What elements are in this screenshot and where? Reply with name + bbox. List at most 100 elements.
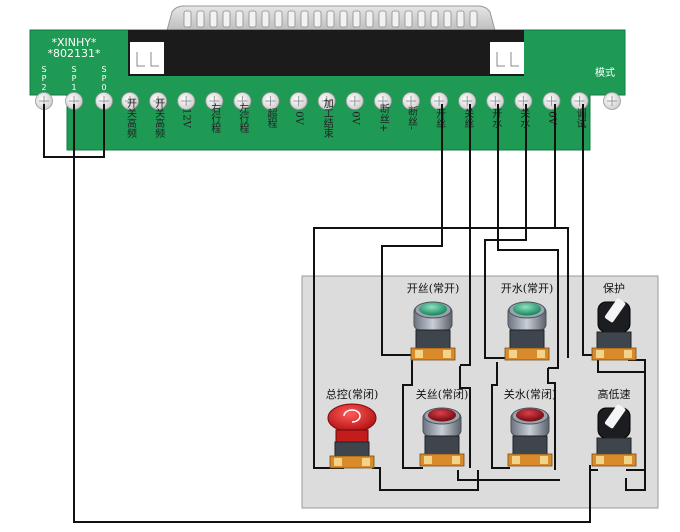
terminal-label: 0V	[546, 111, 557, 125]
connector-pin	[222, 10, 231, 28]
close-wire-link	[457, 470, 560, 481]
connector-pin	[326, 10, 335, 28]
connector-pin	[339, 10, 348, 28]
sp-terminal: SP0	[95, 65, 113, 110]
connector-pin	[313, 10, 322, 28]
connector-pin	[261, 10, 270, 28]
screw-terminal: 0V	[345, 92, 364, 126]
button-label: 关水(常闭)	[504, 387, 557, 401]
connector-pin	[274, 10, 283, 28]
screw-terminal: 加工结束	[317, 92, 336, 139]
connector-pin	[469, 10, 478, 28]
button-label: 高低速	[598, 387, 631, 401]
selector-switch-assembly[interactable]: 保护	[591, 281, 637, 361]
terminal-label: 断丝-	[406, 105, 418, 130]
red-cap[interactable]	[516, 408, 544, 422]
red-button-assembly[interactable]: 关丝(常闭)	[416, 387, 469, 467]
sp1-wire	[73, 104, 591, 523]
connector-pin	[183, 10, 192, 28]
connector-pin	[352, 10, 361, 28]
terminal-label: 关丝	[462, 107, 474, 128]
screw-terminal: 开关高频	[121, 92, 139, 139]
connector-pin	[248, 10, 257, 28]
connector-pin	[235, 10, 244, 28]
terminal-label: 左行程	[237, 102, 249, 133]
button-label: 关丝(常闭)	[416, 387, 469, 401]
sp-terminal: SP1	[65, 65, 83, 110]
mode-label: 模式	[595, 66, 615, 79]
close-water-signal	[484, 104, 527, 359]
green-cap[interactable]	[513, 302, 541, 316]
sp-label-char: 1	[71, 83, 76, 92]
zero-volt-main-wire	[313, 104, 556, 469]
green-cap[interactable]	[419, 302, 447, 316]
header-latch-right	[490, 42, 524, 74]
screw-terminal: 断丝+	[373, 92, 392, 132]
connector-pin	[404, 10, 413, 28]
selector-knob[interactable]	[604, 298, 626, 323]
board-model: *802131*	[48, 47, 101, 60]
terminal-label: 开丝	[434, 108, 446, 128]
sp-label-char: S	[101, 65, 106, 74]
selector-knob[interactable]	[604, 404, 626, 429]
connector-pin	[456, 10, 465, 28]
screw-terminal: 断丝-	[402, 92, 420, 130]
green-button-assembly[interactable]: 开水(常开)	[501, 282, 554, 361]
terminal-label: 关水	[518, 107, 530, 128]
close-water-lower	[491, 362, 510, 469]
connector-pin	[378, 10, 387, 28]
protect-bottom-wire	[597, 360, 645, 373]
connector-pin	[417, 10, 426, 28]
connector-pin	[443, 10, 452, 28]
button-label: 开水(常开)	[501, 282, 554, 295]
db-connector	[165, 5, 497, 35]
screw-terminal: 0V	[289, 92, 308, 126]
button-label: 开丝(常开)	[407, 282, 460, 295]
connector-pin	[300, 10, 309, 28]
screw-terminal: 开关高频	[149, 92, 168, 139]
button-label: 保护	[603, 281, 625, 295]
connector-pin	[365, 10, 374, 28]
sp-label-char: 0	[101, 83, 106, 92]
terminal-label: 0V	[293, 111, 304, 125]
green-button-assembly[interactable]: 开丝(常开)	[407, 282, 460, 361]
button-label: 总控(常闭)	[326, 387, 379, 401]
terminal-label: 开水	[490, 108, 502, 128]
mode-label-text: 模式	[595, 66, 615, 79]
red-cap[interactable]	[428, 408, 456, 422]
estop-to-close-wire	[372, 467, 479, 491]
terminal-label: 开关高频	[125, 98, 137, 139]
board-brand: *XINHY*	[52, 36, 97, 49]
close-water-return	[547, 368, 556, 470]
emergency-stop-assembly[interactable]: 总控(常闭)	[326, 387, 379, 469]
close-wire-return	[459, 366, 471, 468]
red-button-assembly[interactable]: 关水(常闭)	[504, 387, 557, 467]
terminal-label: 超程	[265, 107, 277, 128]
open-wire-signal	[381, 104, 443, 356]
selector-switch-assembly[interactable]: 高低速	[591, 387, 637, 467]
terminal-label: 12V	[181, 108, 192, 129]
screw-terminal: 超程	[261, 92, 280, 128]
connector-pin	[430, 10, 439, 28]
screw-terminal: 左行程	[233, 92, 252, 133]
connector-pin	[287, 10, 296, 28]
protect-feed-wire	[555, 227, 569, 358]
terminal-label: 右行程	[209, 102, 221, 133]
estop-mushroom[interactable]	[327, 403, 377, 433]
connector-pin	[391, 10, 400, 28]
rotate-arrow-icon	[343, 409, 361, 423]
header-slot	[128, 30, 524, 76]
open-water-signal	[497, 104, 559, 369]
terminal-label: 调试	[574, 108, 586, 128]
connector-pin	[196, 10, 205, 28]
screw-terminal: 右行程	[205, 92, 224, 133]
connector-pin	[209, 10, 218, 28]
close-wire-signal-top	[460, 104, 471, 366]
sp-label-char: S	[71, 65, 76, 74]
sp-label-char: P	[102, 74, 107, 83]
wires	[43, 104, 646, 523]
sp-label-char: 2	[41, 83, 46, 92]
sp-label-char: P	[42, 74, 47, 83]
